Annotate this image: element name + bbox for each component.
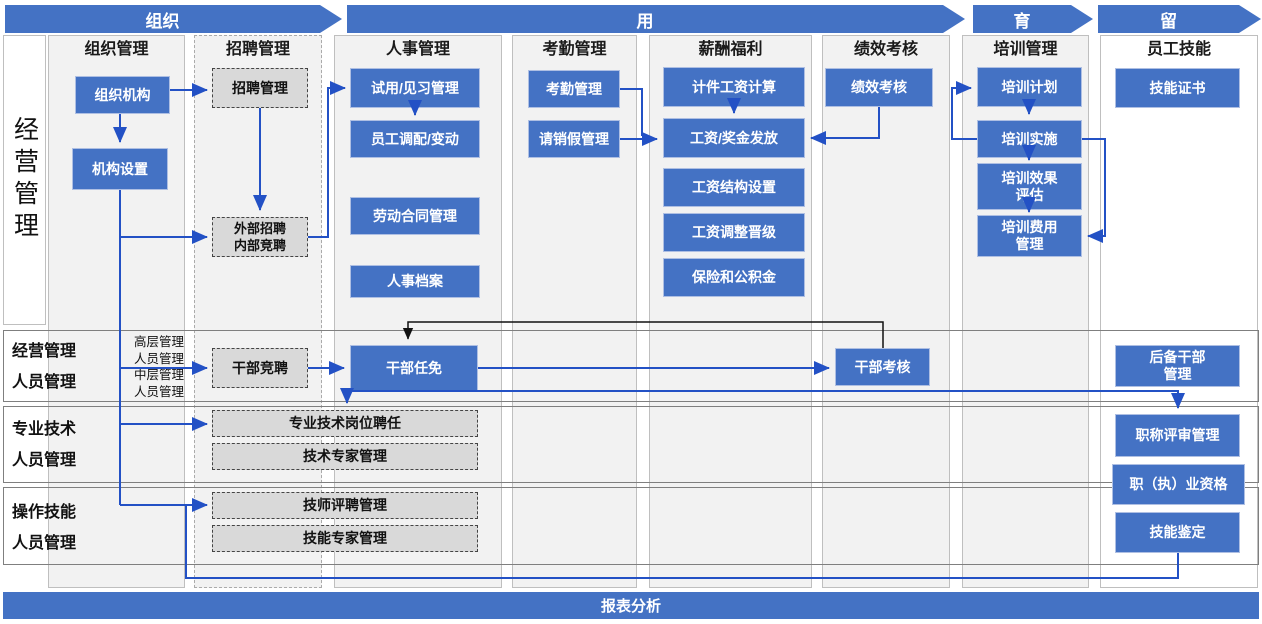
row-annotation-mgmt-levels: 高层管理 人员管理 中层管理 人员管理 [134,335,185,399]
column-header-organization-mgmt: 组织管理 [84,41,149,58]
node-professional-qualification: 职（执）业资格 [1112,464,1245,505]
node-training-plan: 培训计划 [977,67,1082,107]
node-recruitment-mgmt: 招聘管理 [212,68,308,108]
node-org-setup: 机构设置 [72,148,168,190]
node-cadre-appointment: 干部任免 [350,345,478,391]
node-technician-evaluation: 技师评聘管理 [212,492,478,519]
node-skill-appraisal: 技能鉴定 [1115,512,1240,553]
banner-segment-organization: 组织 [5,5,342,33]
row-label-operational: 操作技能 人员管理 [12,504,77,552]
banner-segment-retain: 留 [1098,5,1261,33]
column-header-employee-skills: 员工技能 [1146,41,1211,58]
node-salary-bonus-payment: 工资/奖金发放 [663,118,805,158]
side-strip-business-mgmt: 经营管理 [3,35,46,325]
node-salary-adjustment: 工资调整晋级 [663,213,805,252]
node-performance-appraisal: 绩效考核 [825,68,933,107]
column-header-training-mgmt: 培训管理 [993,41,1058,58]
node-attendance-mgmt: 考勤管理 [528,70,620,108]
row-operational-personnel [3,487,1259,565]
node-labor-contract: 劳动合同管理 [350,197,480,235]
node-technical-expert-mgmt: 技术专家管理 [212,443,478,470]
banner-segment-use: 用 [347,5,965,33]
node-organization-structure: 组织机构 [75,76,170,114]
node-staff-transfer: 员工调配/变动 [350,120,480,158]
column-header-recruitment-mgmt: 招聘管理 [225,41,290,58]
node-personnel-files: 人事档案 [350,265,480,298]
node-title-review-mgmt: 职称评审管理 [1115,414,1240,457]
node-cadre-appraisal: 干部考核 [835,348,930,386]
node-insurance-fund: 保险和公积金 [663,258,805,297]
node-training-implementation: 培训实施 [977,120,1082,158]
column-header-personnel-mgmt: 人事管理 [385,41,450,58]
row-label-business-mgmt: 经营管理 人员管理 [12,343,77,391]
column-header-attendance-mgmt: 考勤管理 [542,41,607,58]
row-professional-personnel [3,406,1259,483]
column-header-salary-welfare: 薪酬福利 [698,41,763,58]
node-skill-certificate: 技能证书 [1115,68,1240,108]
side-label-business-mgmt: 经营管理 [10,116,39,244]
column-header-performance: 绩效考核 [853,41,918,58]
node-leave-mgmt: 请销假管理 [528,120,620,158]
node-skill-expert-mgmt: 技能专家管理 [212,525,478,552]
node-cadre-competition: 干部竞聘 [212,348,308,388]
banner-segment-develop: 育 [973,5,1093,33]
node-salary-structure: 工资结构设置 [663,168,805,207]
node-training-cost-mgmt: 培训费用 管理 [977,215,1082,257]
node-probation-mgmt: 试用/见习管理 [350,68,480,108]
node-external-recruit-internal-compete: 外部招聘 内部竞聘 [212,217,308,257]
node-professional-post-hire: 专业技术岗位聘任 [212,410,478,437]
row-label-professional: 专业技术 人员管理 [12,421,77,469]
node-reserve-cadre-mgmt: 后备干部 管理 [1115,345,1240,387]
node-piecework-salary: 计件工资计算 [663,67,805,107]
node-training-effect-evaluation: 培训效果 评估 [977,163,1082,210]
footer-report-analysis: 报表分析 [3,592,1259,619]
